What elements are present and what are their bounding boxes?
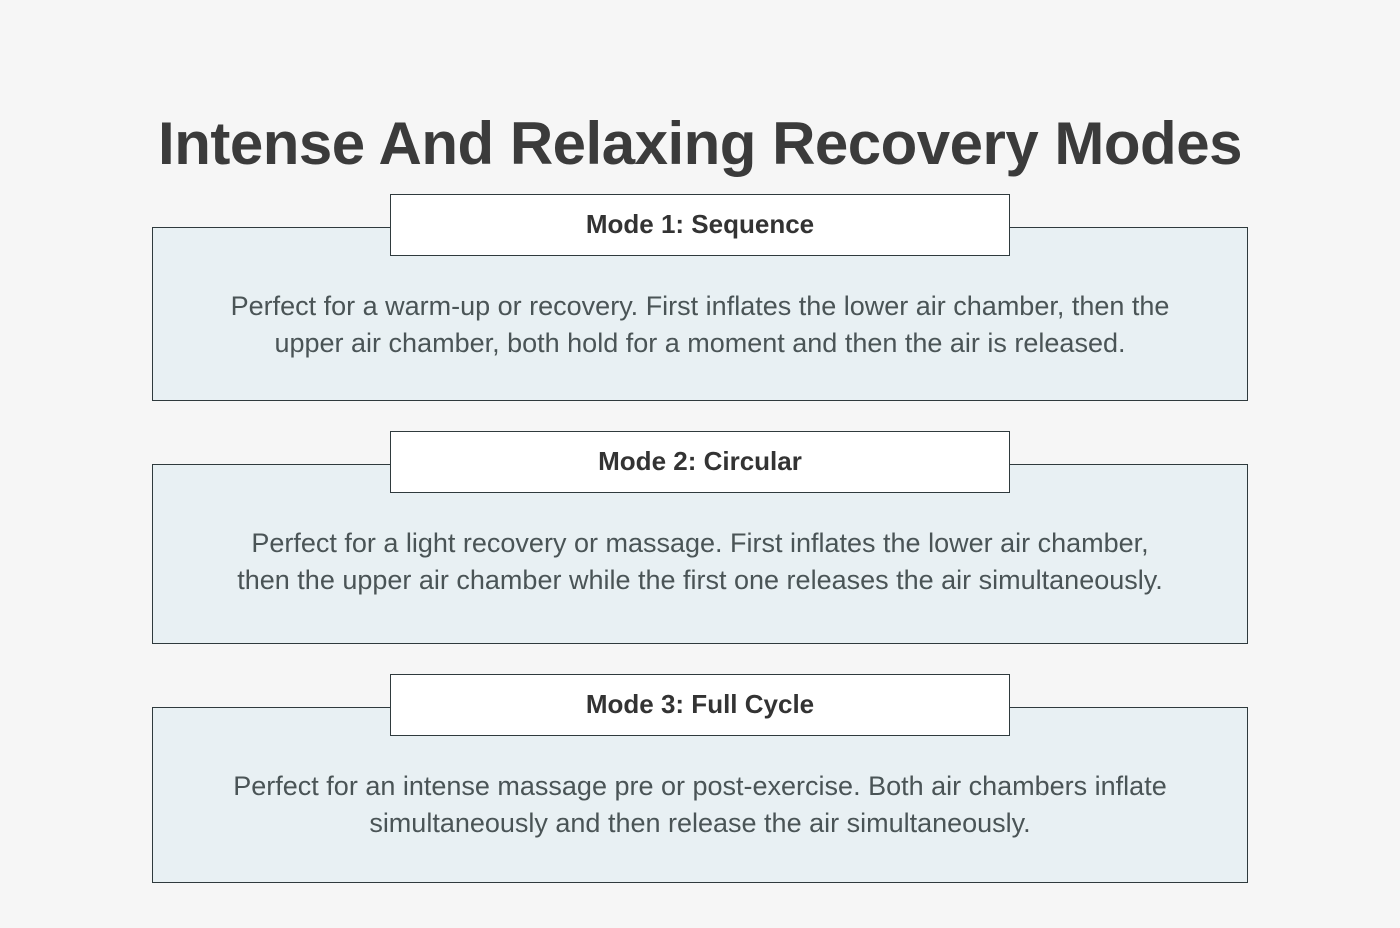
mode-card-3-description: Perfect for an intense massage pre or po…	[152, 707, 1248, 883]
mode-card-2: Mode 2: Circular Perfect for a light rec…	[152, 431, 1248, 644]
mode-card-3: Mode 3: Full Cycle Perfect for an intens…	[152, 674, 1248, 883]
mode-list: Mode 1: Sequence Perfect for a warm-up o…	[0, 194, 1400, 883]
mode-card-1-description: Perfect for a warm-up or recovery. First…	[152, 227, 1248, 401]
mode-card-2-header: Mode 2: Circular	[390, 431, 1010, 493]
mode-card-3-header: Mode 3: Full Cycle	[390, 674, 1010, 736]
mode-card-1: Mode 1: Sequence Perfect for a warm-up o…	[152, 194, 1248, 401]
page-title: Intense And Relaxing Recovery Modes	[158, 110, 1242, 178]
mode-card-1-header: Mode 1: Sequence	[390, 194, 1010, 256]
